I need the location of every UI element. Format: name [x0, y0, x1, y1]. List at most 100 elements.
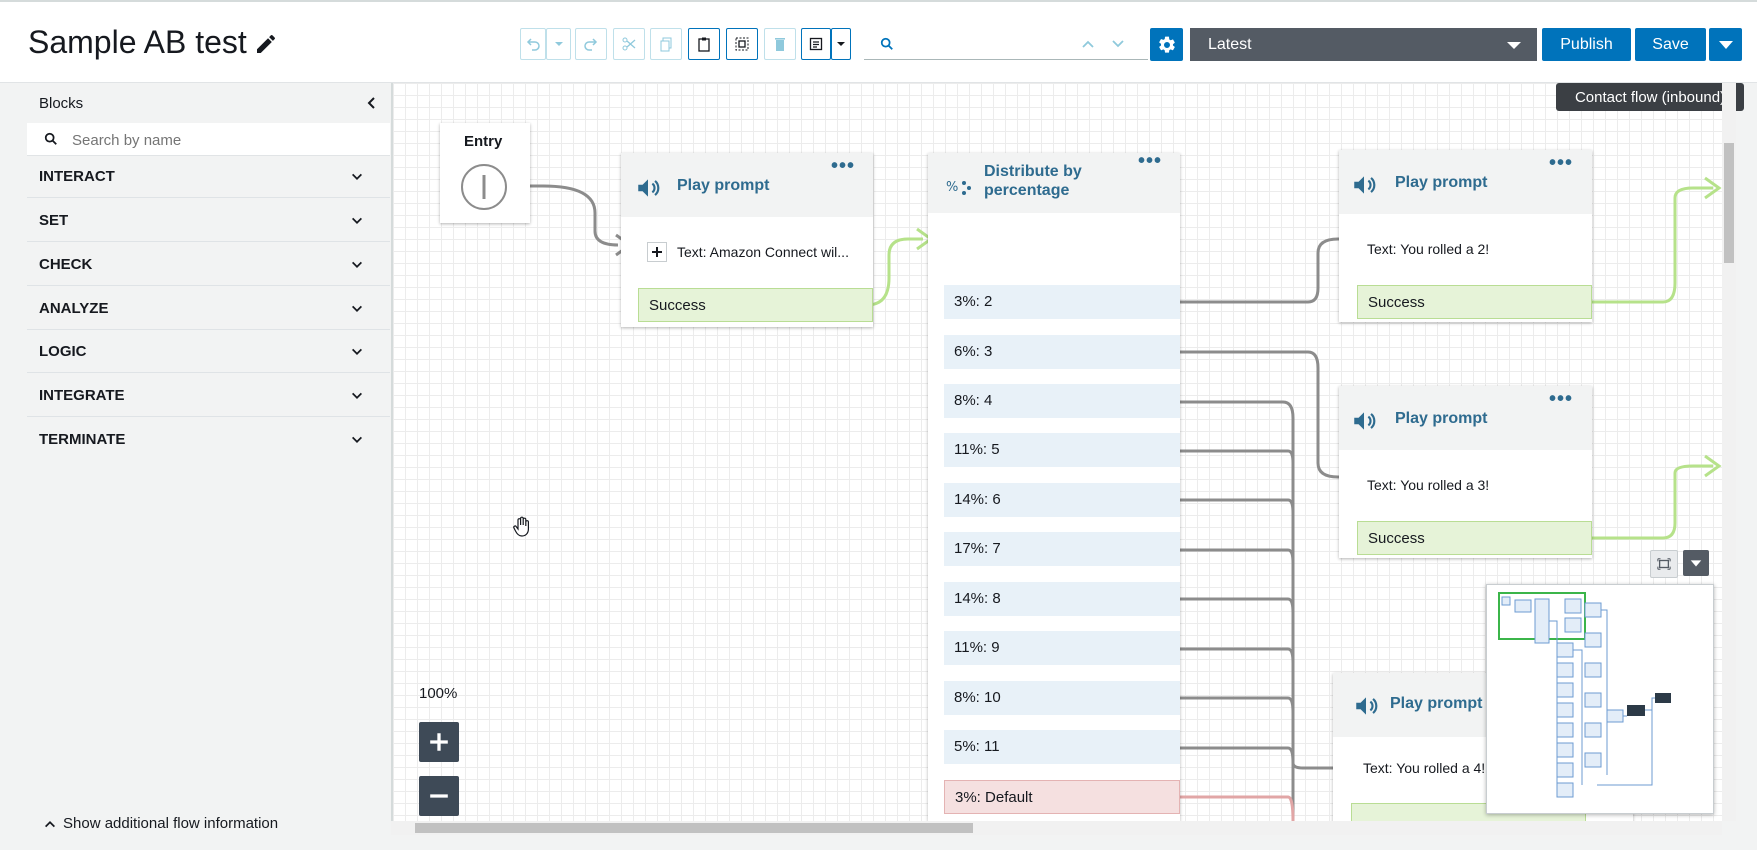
speaker-icon — [1354, 412, 1376, 430]
branch-row: 6%: 3 — [944, 335, 1180, 369]
entry-start-icon — [461, 164, 507, 210]
block-header — [928, 153, 1180, 213]
horizontal-scrollbar[interactable] — [391, 821, 1722, 835]
sidebar-item-label: LOGIC — [39, 343, 87, 360]
flow-type-tooltip: Contact flow (inbound) — [1556, 83, 1744, 111]
success-branch: Success — [1357, 521, 1592, 555]
block-text: Text: Amazon Connect wil... — [677, 244, 849, 260]
paste-button[interactable] — [688, 28, 720, 60]
publish-button[interactable]: Publish — [1542, 28, 1631, 61]
horizontal-scrollbar-thumb[interactable] — [415, 823, 973, 833]
vertical-scrollbar-thumb[interactable] — [1724, 143, 1734, 263]
branch-row: 5%: 11 — [944, 730, 1180, 764]
branch-row: 8%: 10 — [944, 681, 1180, 715]
sidebar-item-set[interactable]: SET — [27, 199, 390, 242]
trash-icon — [775, 38, 785, 51]
header: Sample AB test Latest Publish Save — [0, 2, 1757, 83]
success-branch: Success — [1357, 285, 1592, 319]
chevron-down-icon[interactable] — [1110, 36, 1126, 52]
sidebar-item-label: INTEGRATE — [39, 387, 125, 404]
version-select[interactable]: Latest — [1190, 28, 1537, 61]
block-text: Text: You rolled a 2! — [1367, 241, 1490, 257]
percentage-icon: % — [946, 180, 971, 195]
block-title: Play prompt — [677, 177, 770, 194]
undo-dropdown-button[interactable] — [546, 28, 571, 60]
chevron-down-icon — [352, 173, 362, 180]
sidebar-search-input[interactable] — [70, 129, 374, 151]
block-text: Text: You rolled a 4! — [1363, 760, 1486, 776]
block-text: Text: You rolled a 3! — [1367, 477, 1490, 493]
notes-button[interactable] — [801, 28, 831, 60]
caret-down-icon — [1718, 40, 1733, 49]
sidebar-item-analyze[interactable]: ANALYZE — [27, 287, 390, 330]
sidebar-item-check[interactable]: CHECK — [27, 243, 390, 286]
minimap-toggle-button[interactable] — [1683, 550, 1709, 576]
speaker-icon — [638, 179, 660, 197]
play-prompt-block-3[interactable]: Play prompt ••• Text: You rolled a 3! Su… — [1339, 386, 1592, 558]
zoom-in-button[interactable] — [419, 722, 459, 762]
search-icon — [44, 132, 57, 145]
canvas-search-input[interactable] — [892, 32, 1076, 58]
redo-button[interactable] — [575, 28, 607, 60]
show-additional-info-link[interactable]: Show additional flow information — [43, 815, 278, 832]
gear-icon — [1158, 36, 1175, 53]
minimap-preview — [1498, 592, 1671, 798]
expand-plus-icon[interactable] — [647, 242, 667, 262]
sidebar-item-integrate[interactable]: INTEGRATE — [27, 374, 390, 417]
fit-screen-icon — [1657, 558, 1671, 570]
blocks-sidebar: Blocks INTERACT SET CHECK ANALYZE LOGIC … — [27, 83, 390, 850]
document-icon — [809, 37, 823, 51]
notes-dropdown-button[interactable] — [831, 28, 851, 60]
cut-button[interactable] — [613, 28, 645, 60]
caret-down-icon — [1690, 560, 1702, 567]
sidebar-item-logic[interactable]: LOGIC — [27, 330, 390, 373]
vertical-scrollbar[interactable] — [1722, 83, 1736, 821]
more-options-icon[interactable]: ••• — [831, 155, 856, 177]
save-dropdown-button[interactable] — [1709, 28, 1742, 61]
branch-row: 14%: 6 — [944, 483, 1180, 517]
more-options-icon[interactable]: ••• — [1549, 152, 1574, 174]
play-prompt-block-2[interactable]: Play prompt ••• Text: You rolled a 2! Su… — [1339, 150, 1592, 322]
chevron-down-icon — [352, 436, 362, 443]
copy-button[interactable] — [650, 28, 682, 60]
speaker-icon — [1354, 176, 1376, 194]
minus-icon — [430, 794, 448, 798]
branch-row-default: 3%: Default — [944, 780, 1180, 814]
success-branch: Success — [638, 288, 873, 322]
sidebar-item-label: CHECK — [39, 256, 93, 273]
sidebar-title: Blocks — [39, 95, 84, 112]
more-options-icon[interactable]: ••• — [1138, 150, 1163, 172]
edit-pencil-icon[interactable] — [254, 32, 278, 56]
undo-icon — [526, 38, 540, 51]
chevron-down-icon — [352, 261, 362, 268]
delete-button[interactable] — [764, 28, 796, 60]
chevron-left-icon[interactable] — [364, 95, 380, 111]
search-icon — [880, 37, 893, 50]
block-title: Play prompt — [1395, 174, 1488, 191]
block-title: Play prompt — [1395, 410, 1488, 427]
sidebar-item-interact[interactable]: INTERACT — [27, 155, 390, 198]
play-prompt-block-1[interactable]: Play prompt ••• Text: Amazon Connect wil… — [621, 153, 873, 327]
chevron-down-icon — [554, 42, 563, 46]
chevron-up-icon — [45, 820, 55, 827]
chevron-up-icon[interactable] — [1080, 36, 1096, 52]
scissors-icon — [622, 37, 636, 51]
zoom-out-button[interactable] — [419, 776, 459, 816]
sidebar-item-terminate[interactable]: TERMINATE — [27, 418, 390, 461]
hand-cursor-icon — [513, 516, 529, 537]
fit-to-screen-button[interactable] — [1650, 550, 1678, 578]
branch-row: 8%: 4 — [944, 384, 1180, 418]
canvas-search — [864, 28, 1148, 60]
top-border — [0, 0, 1757, 2]
settings-button[interactable] — [1150, 28, 1183, 61]
more-options-icon[interactable]: ••• — [1549, 388, 1574, 410]
sidebar-item-label: INTERACT — [39, 168, 115, 185]
minimap[interactable] — [1486, 584, 1714, 814]
block-title-line2: percentage — [984, 182, 1070, 199]
block-header — [1339, 150, 1592, 214]
entry-block[interactable]: Entry — [440, 123, 530, 223]
save-button[interactable]: Save — [1635, 28, 1706, 61]
clipboard-icon — [698, 37, 710, 52]
select-all-button[interactable] — [726, 28, 758, 60]
undo-button[interactable] — [520, 28, 546, 60]
